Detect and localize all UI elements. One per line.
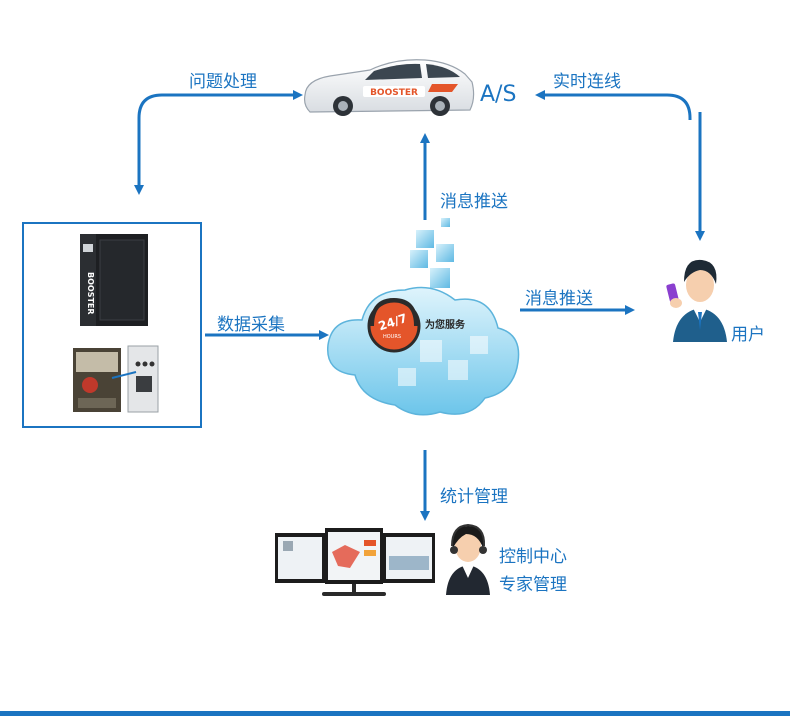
label-push-right: 消息推送: [525, 289, 593, 309]
cloud-image: [327, 286, 520, 416]
label-data-collection: 数据采集: [217, 315, 285, 335]
label-as: A/S: [480, 82, 517, 107]
label-stats: 统计管理: [440, 487, 508, 507]
data-cubes: [410, 218, 454, 288]
monitor-wall: [275, 528, 435, 596]
label-push-up: 消息推送: [440, 192, 508, 212]
bottom-divider: [0, 711, 790, 716]
car-brand-text: BOOSTER: [370, 88, 418, 98]
arrow-to-car-right: [535, 90, 692, 120]
label-expert-mgmt: 专家管理: [499, 575, 567, 595]
user-avatar: [666, 259, 727, 342]
label-control-center: 控制中心: [499, 547, 567, 567]
label-user: 用户: [731, 325, 765, 345]
control-panel-image: [73, 345, 159, 413]
service-hours-sub: HOURS: [383, 334, 401, 340]
booster-cabinet-image: BOOSTER: [80, 234, 148, 326]
arrow-to-car-left: [137, 90, 303, 190]
arrows: [134, 90, 705, 521]
service-tagline: 为您服务: [425, 318, 466, 331]
label-realtime-connect: 实时连线: [553, 72, 621, 92]
service-badge: 24/7 HOURS 为您服务: [367, 297, 466, 353]
label-problem-handling: 问题处理: [189, 72, 257, 92]
cabinet-brand-text: BOOSTER: [86, 272, 95, 315]
operator-avatar: [446, 523, 490, 595]
car-image: BOOSTER: [303, 59, 475, 116]
